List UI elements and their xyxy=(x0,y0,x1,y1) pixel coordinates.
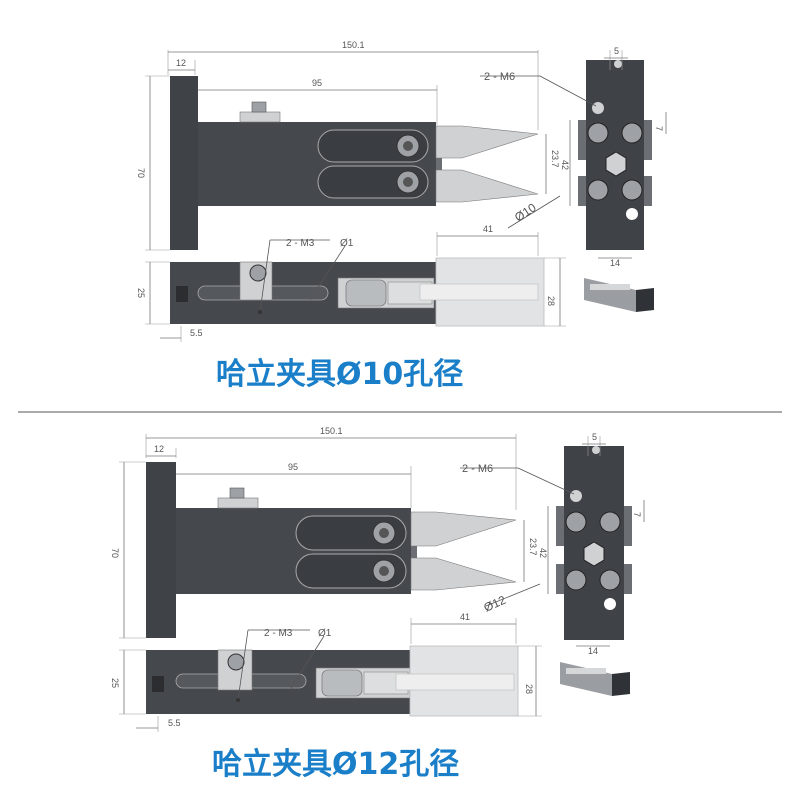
thumbnail-3d xyxy=(560,662,630,696)
dim-height: 70 xyxy=(136,168,146,178)
label-thread-side: 2 - M3 xyxy=(264,628,293,639)
dim-offset: 5.5 xyxy=(190,328,203,338)
dim-cyl-len: 41 xyxy=(460,612,470,622)
dim-flange: 12 xyxy=(154,444,164,454)
dim-side-h: 25 xyxy=(110,678,120,688)
dim-cyl-h: 28 xyxy=(524,684,534,694)
jaw-upper xyxy=(435,125,539,159)
dim-stroke: 23.7 xyxy=(528,538,538,556)
label-bore-small: Ø1 xyxy=(318,628,332,639)
dim-end-w: 5 xyxy=(614,46,619,56)
dim-end-h: 7 xyxy=(632,512,642,517)
dim-body: 95 xyxy=(312,78,322,88)
dim-end-span: 42 xyxy=(560,160,570,170)
dim-flange: 12 xyxy=(176,58,186,68)
dim-end-bottom: 14 xyxy=(610,258,620,268)
dim-side-h: 25 xyxy=(136,288,146,298)
flange-plate xyxy=(146,462,176,638)
caption: 哈立夹具Ø12孔径 xyxy=(212,747,459,782)
dim-end-bottom: 14 xyxy=(588,646,598,656)
label-bore-small: Ø1 xyxy=(340,238,354,249)
dim-body: 95 xyxy=(288,462,298,472)
dim-overall: 150.1 xyxy=(342,40,365,50)
label-thread-top: 2 - M6 xyxy=(462,463,493,475)
dim-bore: Ø10 xyxy=(512,200,539,224)
panel-12mm: 150.1 12 95 70 23.7 Ø12 xyxy=(110,426,645,782)
dim-offset: 5.5 xyxy=(168,718,181,728)
dim-height: 70 xyxy=(110,548,120,558)
label-thread-top: 2 - M6 xyxy=(484,71,515,83)
dim-end-h: 7 xyxy=(654,126,664,131)
jaw-lower xyxy=(435,169,539,203)
dim-stroke: 23.7 xyxy=(550,150,560,168)
jaw-upper xyxy=(410,511,517,547)
dim-cyl-h: 28 xyxy=(546,296,556,306)
dim-end-w: 5 xyxy=(592,432,597,442)
dim-overall: 150.1 xyxy=(320,426,343,436)
jaw-lower xyxy=(410,557,517,591)
label-thread-side: 2 - M3 xyxy=(286,238,315,249)
dim-cyl-len: 41 xyxy=(483,224,493,234)
panel-10mm: 150.1 12 95 70 23.7 Ø10 xyxy=(136,40,667,392)
dim-end-span: 42 xyxy=(538,548,548,558)
caption: 哈立夹具Ø10孔径 xyxy=(216,357,463,392)
dim-bore: Ø12 xyxy=(482,593,509,615)
flange-plate xyxy=(170,76,198,250)
thumbnail-3d xyxy=(584,278,654,312)
